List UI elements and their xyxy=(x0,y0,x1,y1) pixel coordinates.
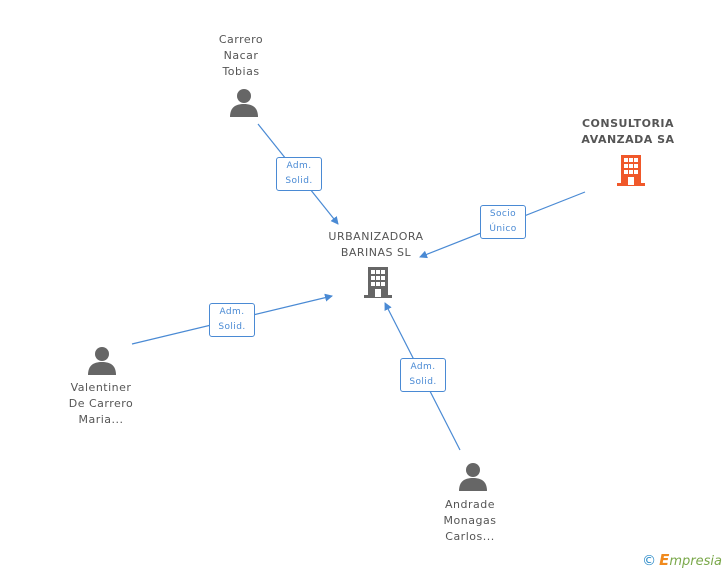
person-icon[interactable] xyxy=(229,88,259,118)
building-icon[interactable] xyxy=(615,153,647,187)
person-icon[interactable] xyxy=(87,346,117,376)
brand-name: mpresia xyxy=(669,554,722,569)
andrade-person-label[interactable]: Andrade Monagas Carlos... xyxy=(443,498,497,543)
building-icon[interactable] xyxy=(362,265,394,299)
edge-label-andrade[interactable]: Adm. Solid. xyxy=(400,358,446,392)
consultoria-company-label[interactable]: CONSULTORIA AVANZADA SA xyxy=(581,117,675,146)
edge-label-valentiner[interactable]: Adm. Solid. xyxy=(209,303,255,337)
carrero-person-label[interactable]: Carrero Nacar Tobias xyxy=(218,33,264,78)
valentiner-person-label[interactable]: Valentiner De Carrero Maria... xyxy=(68,381,134,426)
center-company-label[interactable]: URBANIZADORA BARINAS SL xyxy=(328,230,424,259)
empresia-watermark: ©Empresia xyxy=(642,551,722,569)
person-icon[interactable] xyxy=(458,462,488,492)
brand-initial: E xyxy=(659,551,670,569)
copyright-symbol: © xyxy=(642,553,657,569)
edge-label-carrero[interactable]: Adm. Solid. xyxy=(276,157,322,191)
edge-label-consultoria[interactable]: Socio Único xyxy=(480,205,526,239)
